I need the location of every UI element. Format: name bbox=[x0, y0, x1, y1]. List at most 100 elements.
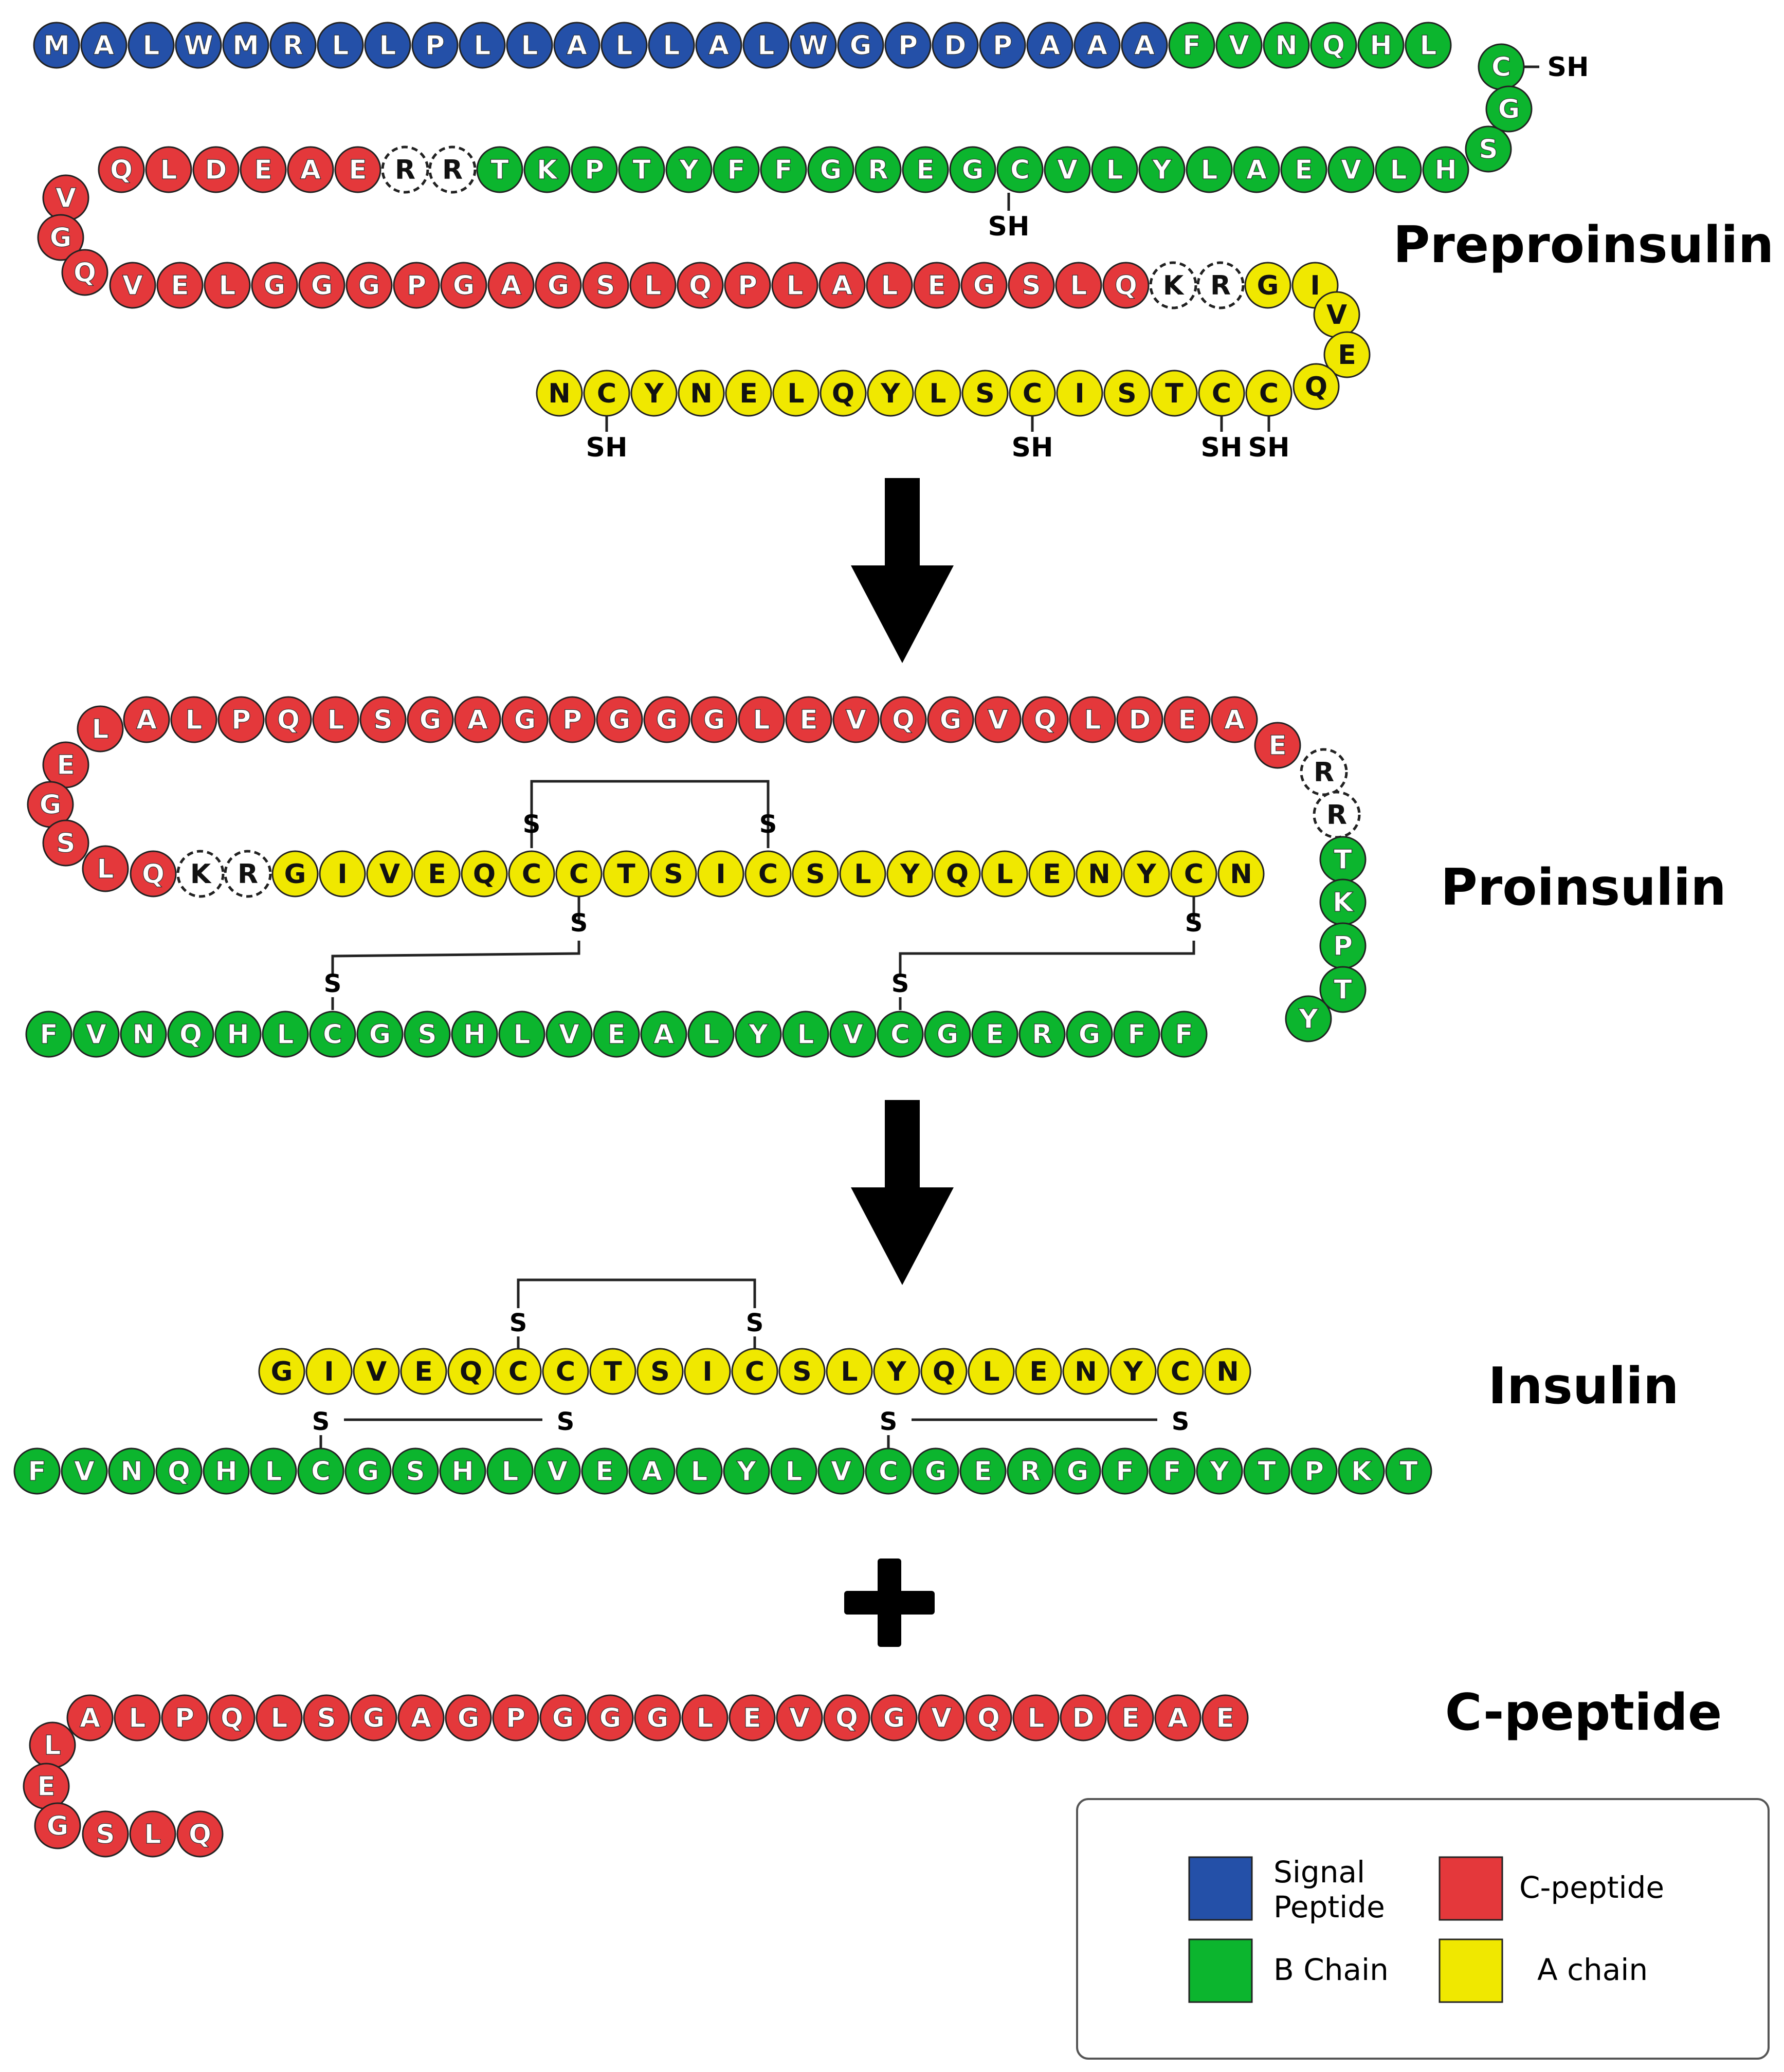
pre-c-25-label: A bbox=[832, 270, 852, 301]
cp-top-12-label: G bbox=[599, 1703, 622, 1734]
pre-kr-2-bead bbox=[1196, 261, 1245, 309]
pro-c-top-16-label: V bbox=[846, 705, 866, 736]
pre-c-16-bead bbox=[393, 262, 440, 309]
pre-signal-12-bead bbox=[553, 22, 600, 69]
pro-c-top-22-label: D bbox=[1128, 705, 1151, 736]
pro-b-12-label: V bbox=[559, 1019, 579, 1050]
pro-c-top-4-bead bbox=[265, 696, 312, 743]
insulin-title: Insulin bbox=[1488, 1357, 1679, 1416]
pro-a-12-label: S bbox=[806, 859, 825, 890]
pre-a-20-bead bbox=[583, 370, 630, 417]
pro-a-13-label: L bbox=[854, 859, 871, 890]
pro-ss-a20-b19 bbox=[899, 941, 1195, 974]
pre-c-24-label: L bbox=[786, 270, 803, 301]
cp-top-21-label: L bbox=[1027, 1703, 1044, 1734]
pro-c-top-24-label: A bbox=[1224, 705, 1245, 736]
ins-a-15-label: Q bbox=[933, 1356, 955, 1387]
pre-c-5-label: L bbox=[160, 155, 177, 186]
pre-a-20-label: C bbox=[597, 378, 616, 409]
ins-s-a20: S bbox=[1172, 1407, 1190, 1436]
pre-b-26-bead bbox=[665, 146, 713, 193]
legend-label-signal-1: Signal bbox=[1273, 1855, 1365, 1890]
pro-c-top-5-bead bbox=[312, 696, 359, 743]
pre-a-10-label: I bbox=[1075, 378, 1084, 409]
pro-rr-2-label: R bbox=[1326, 800, 1347, 831]
pro-c-top-13-label: G bbox=[703, 705, 725, 736]
pro-a-8-label: T bbox=[617, 859, 635, 890]
cp-top-7-label: G bbox=[363, 1703, 385, 1734]
ins-a-14-bead bbox=[873, 1348, 920, 1395]
pre-c-23-label: P bbox=[738, 270, 757, 301]
ins-a-7-bead bbox=[542, 1348, 589, 1395]
pre-sh-a20-3: SH bbox=[586, 432, 628, 463]
ins-a-6-label: C bbox=[508, 1356, 528, 1387]
cp-bottom-1-label: S bbox=[96, 1819, 115, 1850]
ins-b-7-label: C bbox=[311, 1456, 331, 1487]
ins-b-5-label: H bbox=[215, 1456, 238, 1487]
pre-signal-22-bead bbox=[1026, 22, 1073, 69]
pro-b-18-label: V bbox=[843, 1019, 863, 1050]
pre-c-1-bead bbox=[334, 146, 381, 193]
pre-b-2-label: V bbox=[1229, 30, 1249, 61]
cp-bottom-3-label: Q bbox=[189, 1819, 211, 1850]
bond-lines bbox=[319, 65, 1539, 1448]
cp-top-16-bead bbox=[776, 1694, 823, 1741]
pro-a-16-bead bbox=[981, 850, 1028, 897]
legend-label-cpeptide: C-peptide bbox=[1519, 1870, 1664, 1905]
cp-left-3-label: G bbox=[47, 1811, 69, 1842]
ins-s-b19: S bbox=[880, 1407, 898, 1436]
ins-b-17-label: L bbox=[785, 1456, 802, 1487]
pro-a-12-bead bbox=[792, 850, 839, 897]
pre-c-28-label: G bbox=[973, 270, 995, 301]
pro-c-top-24-bead bbox=[1211, 696, 1258, 743]
pro-c-top-14-bead bbox=[738, 696, 785, 743]
pre-c-18-label: A bbox=[501, 270, 521, 301]
pre-sh-b19: SH bbox=[988, 211, 1030, 242]
pre-b-25-label: F bbox=[727, 155, 745, 186]
pre-rr-2-bead bbox=[381, 145, 429, 194]
cp-top-18-label: G bbox=[883, 1703, 905, 1734]
pro-rr-1-label: R bbox=[1314, 757, 1334, 788]
pre-signal-15-label: A bbox=[708, 30, 729, 61]
pre-c-22-bead bbox=[677, 262, 724, 309]
pre-c-23-bead bbox=[724, 262, 771, 309]
pro-c-top-14-label: L bbox=[753, 705, 770, 736]
pre-c-19-bead bbox=[535, 262, 582, 309]
pro-c-top-20-bead bbox=[1022, 696, 1069, 743]
pre-signal-8-label: L bbox=[379, 30, 396, 61]
ins-a-18-label: N bbox=[1075, 1356, 1097, 1387]
pre-c-11-label: E bbox=[171, 270, 189, 301]
pre-b-4-bead bbox=[1310, 22, 1357, 69]
pro-b-15-bead bbox=[687, 1011, 735, 1058]
pro-c-top-11-bead bbox=[596, 696, 643, 743]
pro-kr-1-bead bbox=[176, 850, 225, 898]
pre-b-16-label: Y bbox=[1152, 155, 1172, 186]
pro-c-top-22-bead bbox=[1116, 696, 1163, 743]
pro-b-16-label: Y bbox=[748, 1019, 769, 1050]
ins-b-26-bead bbox=[1196, 1447, 1243, 1495]
ins-a-19-bead bbox=[1109, 1348, 1157, 1395]
ins-s-a6: S bbox=[509, 1309, 527, 1337]
pre-a-13-bead bbox=[914, 370, 961, 417]
pro-a-16-label: L bbox=[996, 859, 1013, 890]
pro-a-20-label: C bbox=[1184, 859, 1204, 890]
pro-b-20-label: G bbox=[937, 1019, 959, 1050]
pre-b-29-label: K bbox=[537, 155, 558, 186]
pre-b-21-bead bbox=[902, 146, 949, 193]
plus-sign bbox=[844, 1558, 935, 1647]
pre-signal-14-label: L bbox=[663, 30, 680, 61]
pro-b-19-label: C bbox=[890, 1019, 910, 1050]
ins-b-4-bead bbox=[155, 1447, 203, 1495]
pre-c-31-bead bbox=[1102, 262, 1150, 309]
cp-left-3-bead bbox=[34, 1802, 81, 1849]
ins-a-16-label: L bbox=[982, 1356, 999, 1387]
pro-a-11-bead bbox=[744, 850, 792, 897]
pro-c-top-18-bead bbox=[927, 696, 974, 743]
pre-b-5-label: H bbox=[1370, 30, 1392, 61]
pro-b-13-label: E bbox=[607, 1019, 626, 1050]
pro-c-top-17-bead bbox=[880, 696, 927, 743]
pre-b-18-bead bbox=[1044, 146, 1091, 193]
cp-top-24-label: A bbox=[1168, 1703, 1188, 1734]
pro-c-top-9-label: G bbox=[514, 705, 536, 736]
